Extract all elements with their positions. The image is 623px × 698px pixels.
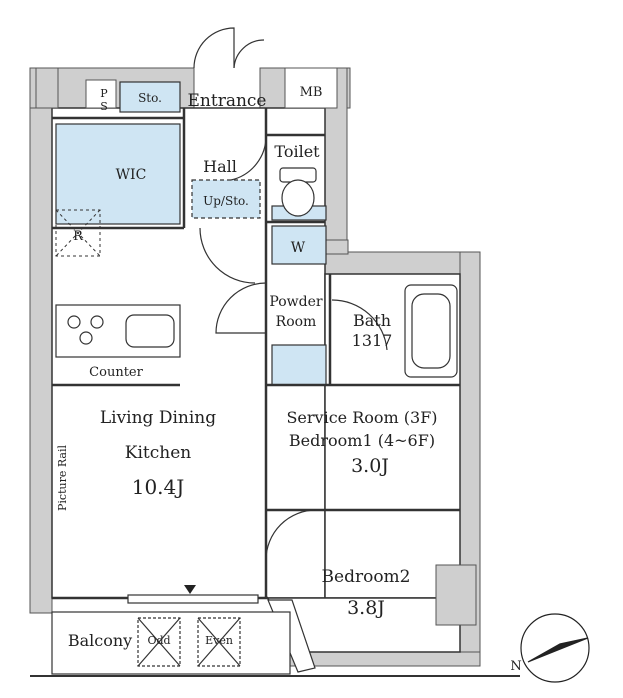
toilet-fixture <box>279 167 317 217</box>
label-ldk-2: Kitchen <box>125 443 191 463</box>
label-entrance: Entrance <box>188 91 267 111</box>
label-powder: Powder <box>269 294 323 310</box>
label-north: N <box>510 659 521 674</box>
label-picture-rail: Picture Rail <box>56 445 69 511</box>
bathtub <box>404 284 458 378</box>
label-sto: Sto. <box>138 91 162 105</box>
label-hall: Hall <box>203 157 237 176</box>
storage-areas <box>55 81 327 386</box>
label-bath: Bath <box>353 311 391 330</box>
label-w: W <box>291 240 306 256</box>
label-even: Even <box>205 634 233 647</box>
label-toilet: Toilet <box>274 142 320 161</box>
label-ldk-1: Living Dining <box>100 408 216 428</box>
label-upsto: Up/Sto. <box>203 194 249 208</box>
label-s: S <box>100 100 108 113</box>
label-mb: MB <box>300 85 323 100</box>
north-compass <box>520 613 590 683</box>
label-bedroom2: Bedroom2 <box>322 567 411 587</box>
balcony <box>30 611 520 677</box>
label-counter: Counter <box>89 365 143 380</box>
label-wic: WIC <box>116 167 147 183</box>
label-bedroom2-size: 3.8J <box>347 597 385 619</box>
label-room: Room <box>276 314 317 330</box>
label-service-size: 3.0J <box>351 455 389 477</box>
label-p: P <box>100 87 108 100</box>
labels: Sto. Entrance MB P S Toilet WIC Hall Up/… <box>56 85 522 674</box>
label-r: R <box>73 229 84 244</box>
label-balcony: Balcony <box>68 631 132 650</box>
kitchen-counter <box>55 304 181 358</box>
window-marker <box>184 585 196 594</box>
label-ldk-size: 10.4J <box>132 475 185 499</box>
label-odd: Odd <box>147 634 170 647</box>
refrigerator-space <box>55 209 101 257</box>
pillars <box>35 67 477 626</box>
label-bath-size: 1317 <box>352 331 393 350</box>
label-service-1: Service Room (3F) <box>286 408 437 427</box>
doors <box>193 27 388 561</box>
label-service-2: Bedroom1 (4~6F) <box>289 431 435 450</box>
